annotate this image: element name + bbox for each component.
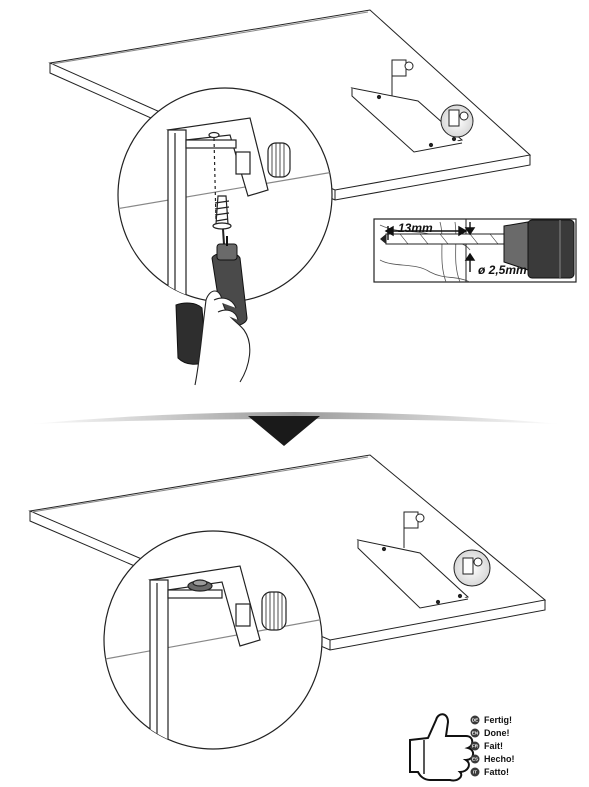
done-label-es: ES Hecho! [470, 754, 515, 764]
step-divider [30, 412, 560, 446]
svg-text:FR: FR [472, 744, 479, 749]
done-label-de: DE Fertig! [470, 715, 512, 725]
drill-bit [380, 233, 505, 245]
depth-label: 13mm [398, 221, 433, 235]
svg-text:Hecho!: Hecho! [484, 754, 515, 764]
detail-marker-circle [453, 549, 491, 587]
hand [194, 290, 251, 386]
svg-text:Fatto!: Fatto! [484, 767, 509, 777]
depth-arrow [384, 225, 468, 240]
done-label-it: IT Fatto! [470, 767, 509, 777]
step1-panel: 13mm ø 2,5mm [48, 9, 577, 386]
screw [212, 195, 232, 230]
done-label-en: EN Done! [470, 728, 510, 738]
svg-text:EN: EN [472, 731, 478, 736]
done-label-fr: FR Fait! [470, 741, 503, 751]
svg-text:Fertig!: Fertig! [484, 715, 512, 725]
screw-head [187, 579, 213, 592]
mounting-bracket [356, 511, 470, 609]
detail-marker-circle [440, 104, 474, 138]
svg-text:Fait!: Fait! [484, 741, 503, 751]
svg-text:ES: ES [472, 757, 478, 762]
diameter-arrows [464, 222, 476, 272]
zoom-circle-drilling [117, 87, 333, 303]
zoom-circle-screwed [103, 530, 323, 750]
mounting-bracket [350, 59, 464, 153]
drill-depth-inset: 13mm ø 2,5mm [373, 218, 577, 283]
next-step-arrow [248, 416, 320, 446]
step2-panel: DE Fertig! EN Done! FR Fait! ES Hecho! I… [28, 454, 547, 782]
drill-chuck [503, 219, 575, 279]
svg-text:Done!: Done! [484, 728, 510, 738]
thumbs-up-icon [409, 713, 474, 782]
diameter-label: ø 2,5mm [478, 263, 527, 277]
svg-text:DE: DE [472, 718, 478, 723]
adjusting-knob-ridges [265, 592, 283, 630]
done-labels: DE Fertig! EN Done! FR Fait! ES Hecho! I… [470, 715, 515, 777]
svg-text:IT: IT [473, 770, 477, 775]
adjusting-knob-ridges [271, 143, 285, 177]
